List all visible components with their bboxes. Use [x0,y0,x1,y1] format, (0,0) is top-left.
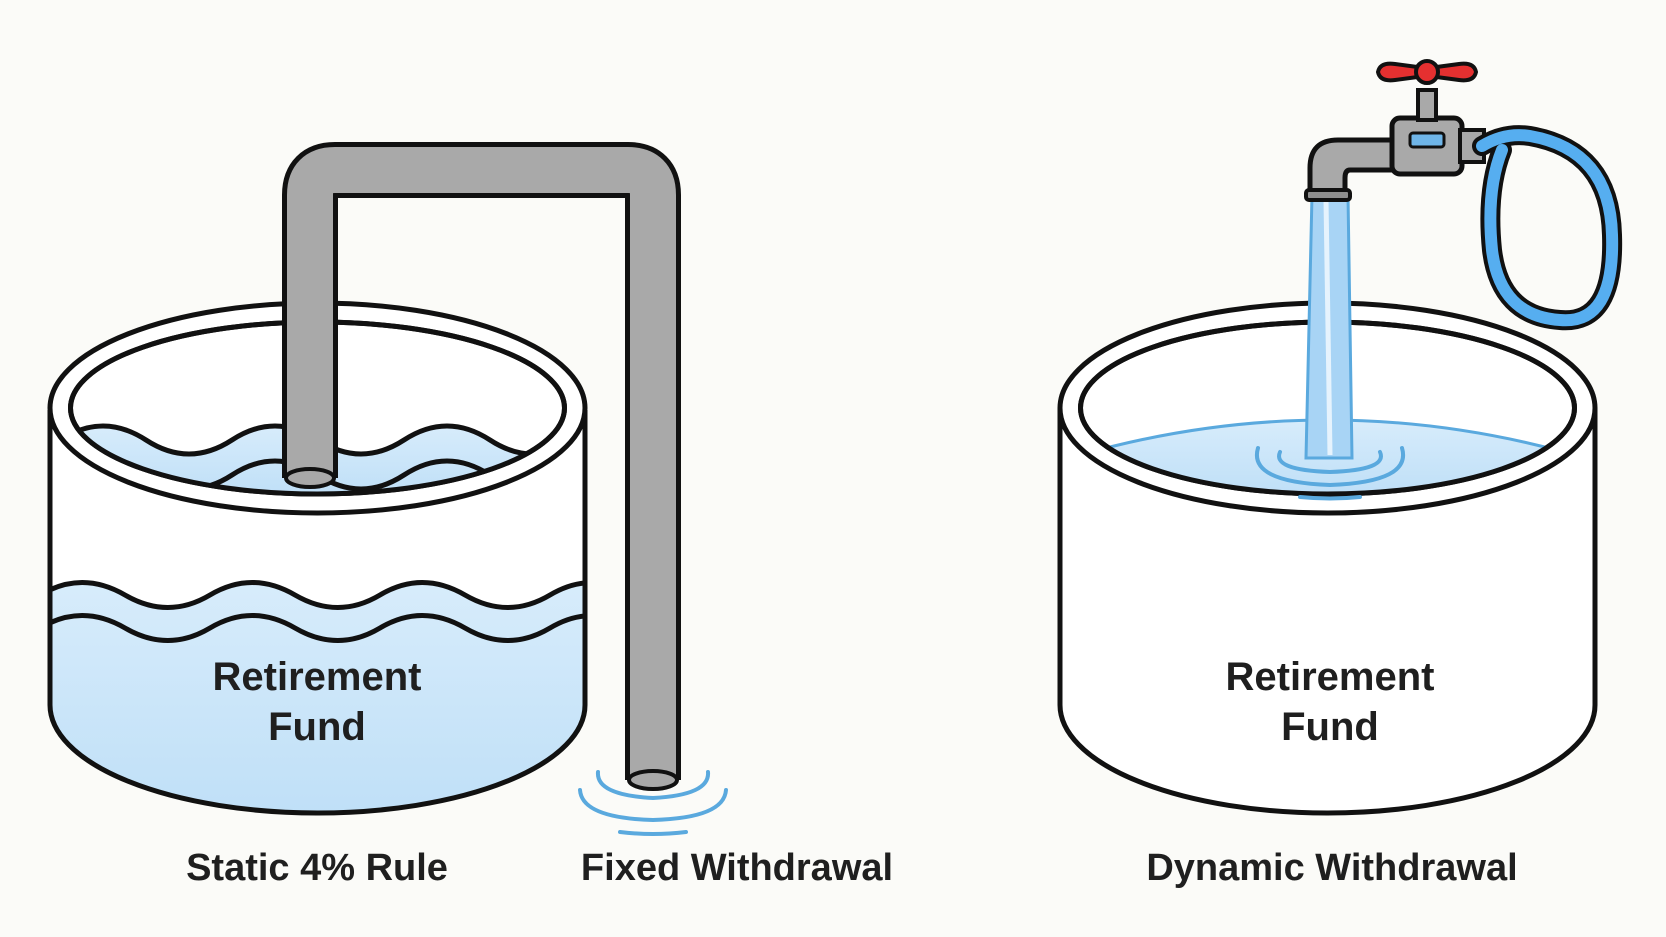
left-tank-label-line2: Fund [268,705,366,749]
caption-fixed-withdrawal: Fixed Withdrawal [581,847,893,889]
outlet-ripples [578,770,728,836]
caption-dynamic-withdrawal: Dynamic Withdrawal [1146,847,1517,889]
surface-ripples [1254,446,1406,501]
faucet-icon [1304,59,1486,202]
siphon-pipe [282,142,681,791]
right-tank-body [1057,407,1598,816]
hose-icon [1472,125,1623,331]
right-tank-label-line2: Fund [1281,705,1379,749]
left-tank-water [50,580,585,813]
left-tank-label-line1: Retirement [213,655,422,699]
valve-handle-icon [1375,59,1479,85]
left-tank [47,300,588,816]
right-tank-label-line1: Retirement [1226,655,1435,699]
right-tank [1057,300,1598,816]
caption-static-rule: Static 4% Rule [186,847,448,889]
